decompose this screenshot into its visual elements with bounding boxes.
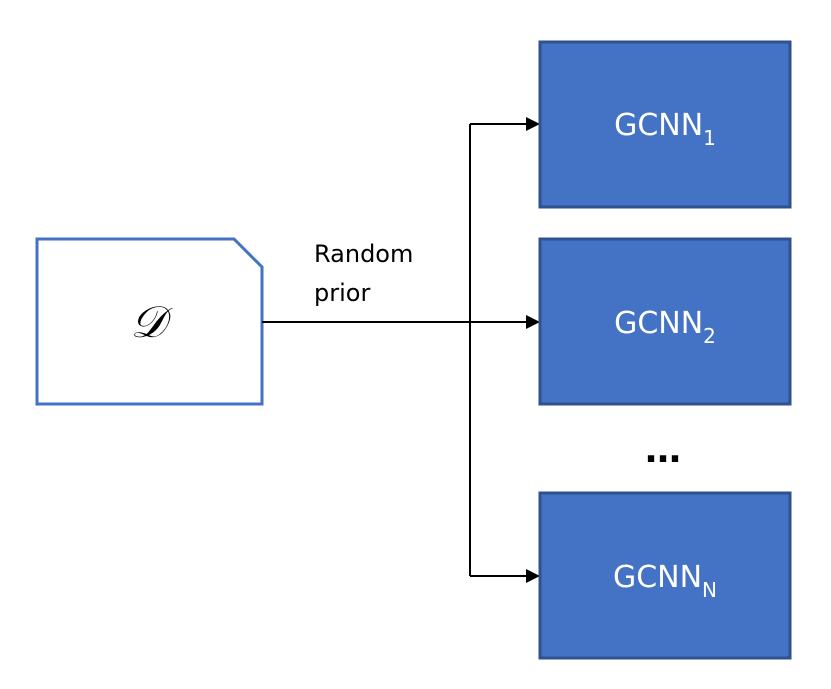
gcnn-box-n-rect [538, 491, 792, 660]
edge-label-line2: prior [314, 279, 370, 307]
gcnn-box-1-rect [538, 40, 792, 209]
gcnn-box-2-label: GCNN2 [614, 306, 716, 348]
gcnn-box-n-label: GCNNN [613, 560, 717, 602]
gcnn-box-1: GCNN1 [538, 40, 792, 209]
connectors [262, 117, 540, 583]
gcnn-box-1-label: GCNN1 [614, 108, 716, 150]
gcnn-box-2-rect [538, 237, 792, 406]
dataset-document-shape [35, 237, 264, 406]
edge-label-line1: Random [314, 240, 413, 268]
dataset-node: 𝒟 [35, 237, 264, 406]
gcnn-box-2: GCNN2 [538, 237, 792, 406]
ellipsis-label: … [645, 430, 681, 471]
gcnn-box-n: GCNNN [538, 491, 792, 660]
